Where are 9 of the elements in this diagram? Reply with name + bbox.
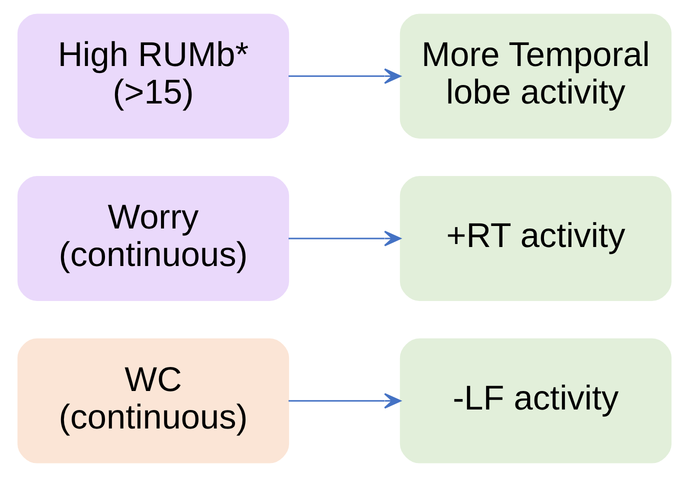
arrow (288, 230, 402, 246)
node-box: +RT activity (400, 176, 672, 301)
node-box: High RUMb* (>15) (17, 14, 290, 139)
node-box: More Temporal lobe activity (400, 14, 672, 139)
arrow (288, 393, 402, 409)
node-box: Worry (continuous) (17, 176, 290, 301)
node-box: WC (continuous) (17, 338, 290, 464)
node-box: -LF activity (400, 338, 672, 464)
arrow (288, 68, 402, 84)
